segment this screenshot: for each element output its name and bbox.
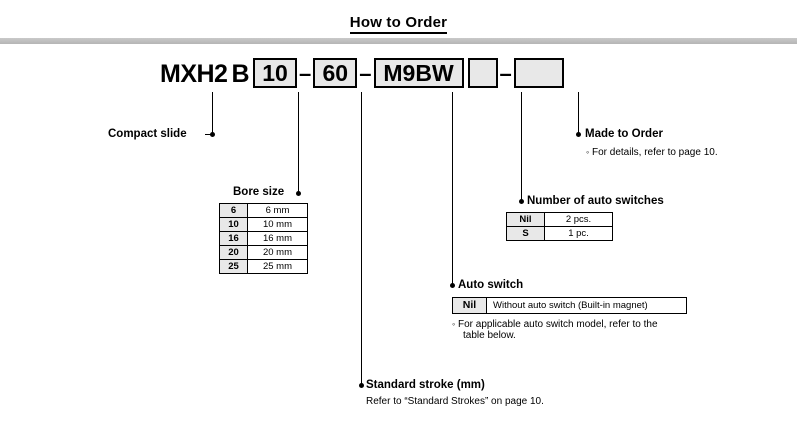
callout-number-of-auto-switches: Number of auto switches	[527, 195, 664, 207]
model-dash-1: –	[299, 61, 312, 86]
model-code-row: MXH2 B 10 – 60 – M9BW –	[160, 58, 564, 92]
bullet-icon: ◦	[452, 319, 456, 329]
callout-bore-size: Bore size	[233, 186, 285, 198]
leader-auto-switch-dot	[450, 283, 455, 288]
callout-standard-stroke: Standard stroke (mm)	[366, 379, 485, 391]
switch-qty-val: 2 pcs.	[544, 212, 613, 227]
callout-standard-stroke-note: Refer to “Standard Strokes” on page 10.	[366, 396, 544, 407]
model-switch-box: M9BW	[373, 58, 464, 88]
made-to-order-note: ◦ For details, refer to page 10.	[586, 146, 718, 159]
model-dash-2: –	[359, 61, 372, 86]
leader-made-to-order-vertical	[578, 92, 579, 134]
switch-qty-val: 1 pc.	[544, 226, 613, 241]
switch-qty-key: S	[506, 226, 545, 241]
model-made-to-order-box	[513, 58, 564, 88]
model-dash-3: –	[499, 61, 512, 86]
bore-val: 10 mm	[247, 217, 308, 232]
switch-qty-table: Nil 2 pcs. S 1 pc.	[506, 212, 613, 241]
model-series: B	[231, 60, 250, 88]
bore-size-table-body: 6 6 mm 10 10 mm 16 16 mm 20 20 mm 25 25 …	[219, 203, 308, 274]
auto-switch-note-line1: ◦ For applicable auto switch model, refe…	[452, 318, 658, 331]
bore-key: 20	[219, 245, 248, 260]
leader-switch-qty-dot	[519, 199, 524, 204]
page-title-wrap: How to Order	[0, 14, 797, 34]
leader-compact-slide-horizontal	[205, 134, 213, 135]
bore-size-table: 6 6 mm 10 10 mm 16 16 mm 20 20 mm 25 25 …	[219, 203, 308, 274]
switch-qty-table-body: Nil 2 pcs. S 1 pc.	[506, 212, 613, 241]
table-row: 16 16 mm	[219, 231, 308, 246]
model-prefix: MXH2	[160, 60, 228, 88]
leader-stroke-vertical	[361, 92, 362, 385]
title-divider	[0, 38, 797, 44]
auto-switch-val: Without auto switch (Built-in magnet)	[486, 297, 687, 314]
model-qty-box	[467, 58, 498, 88]
bore-key: 6	[219, 203, 248, 218]
table-row: 6 6 mm	[219, 203, 308, 218]
auto-switch-table: Nil Without auto switch (Built-in magnet…	[452, 297, 687, 314]
bore-key: 10	[219, 217, 248, 232]
callout-auto-switch: Auto switch	[458, 279, 524, 291]
leader-switch-qty-vertical	[521, 92, 522, 202]
table-row: 25 25 mm	[219, 259, 308, 274]
auto-switch-note-text-1: For applicable auto switch model, refer …	[457, 319, 658, 330]
leader-stroke-dot	[359, 383, 364, 388]
table-row: Nil Without auto switch (Built-in magnet…	[452, 297, 687, 314]
bore-val: 20 mm	[247, 245, 308, 260]
switch-qty-key: Nil	[506, 212, 545, 227]
model-bore-box: 10	[253, 58, 298, 88]
page-title: How to Order	[349, 14, 448, 34]
leader-auto-switch-vertical	[452, 92, 453, 285]
leader-bore-vertical	[298, 92, 299, 195]
made-to-order-note-text: For details, refer to page 10.	[591, 147, 718, 158]
leader-compact-slide-vertical	[212, 92, 213, 134]
auto-switch-table-body: Nil Without auto switch (Built-in magnet…	[452, 297, 687, 314]
bore-val: 16 mm	[247, 231, 308, 246]
auto-switch-note-line2: table below.	[463, 330, 516, 341]
table-row: 20 20 mm	[219, 245, 308, 260]
table-row: Nil 2 pcs.	[506, 212, 613, 227]
callout-compact-slide: Compact slide	[108, 128, 187, 140]
bullet-icon: ◦	[586, 147, 590, 157]
model-stroke-box: 60	[313, 58, 358, 88]
callout-made-to-order: Made to Order	[585, 128, 663, 140]
bore-val: 6 mm	[247, 203, 308, 218]
leader-bore-dot	[296, 191, 301, 196]
table-row: 10 10 mm	[219, 217, 308, 232]
table-row: S 1 pc.	[506, 226, 613, 241]
bore-val: 25 mm	[247, 259, 308, 274]
bore-key: 16	[219, 231, 248, 246]
auto-switch-key: Nil	[452, 297, 487, 314]
leader-made-to-order-dot	[576, 132, 581, 137]
bore-key: 25	[219, 259, 248, 274]
